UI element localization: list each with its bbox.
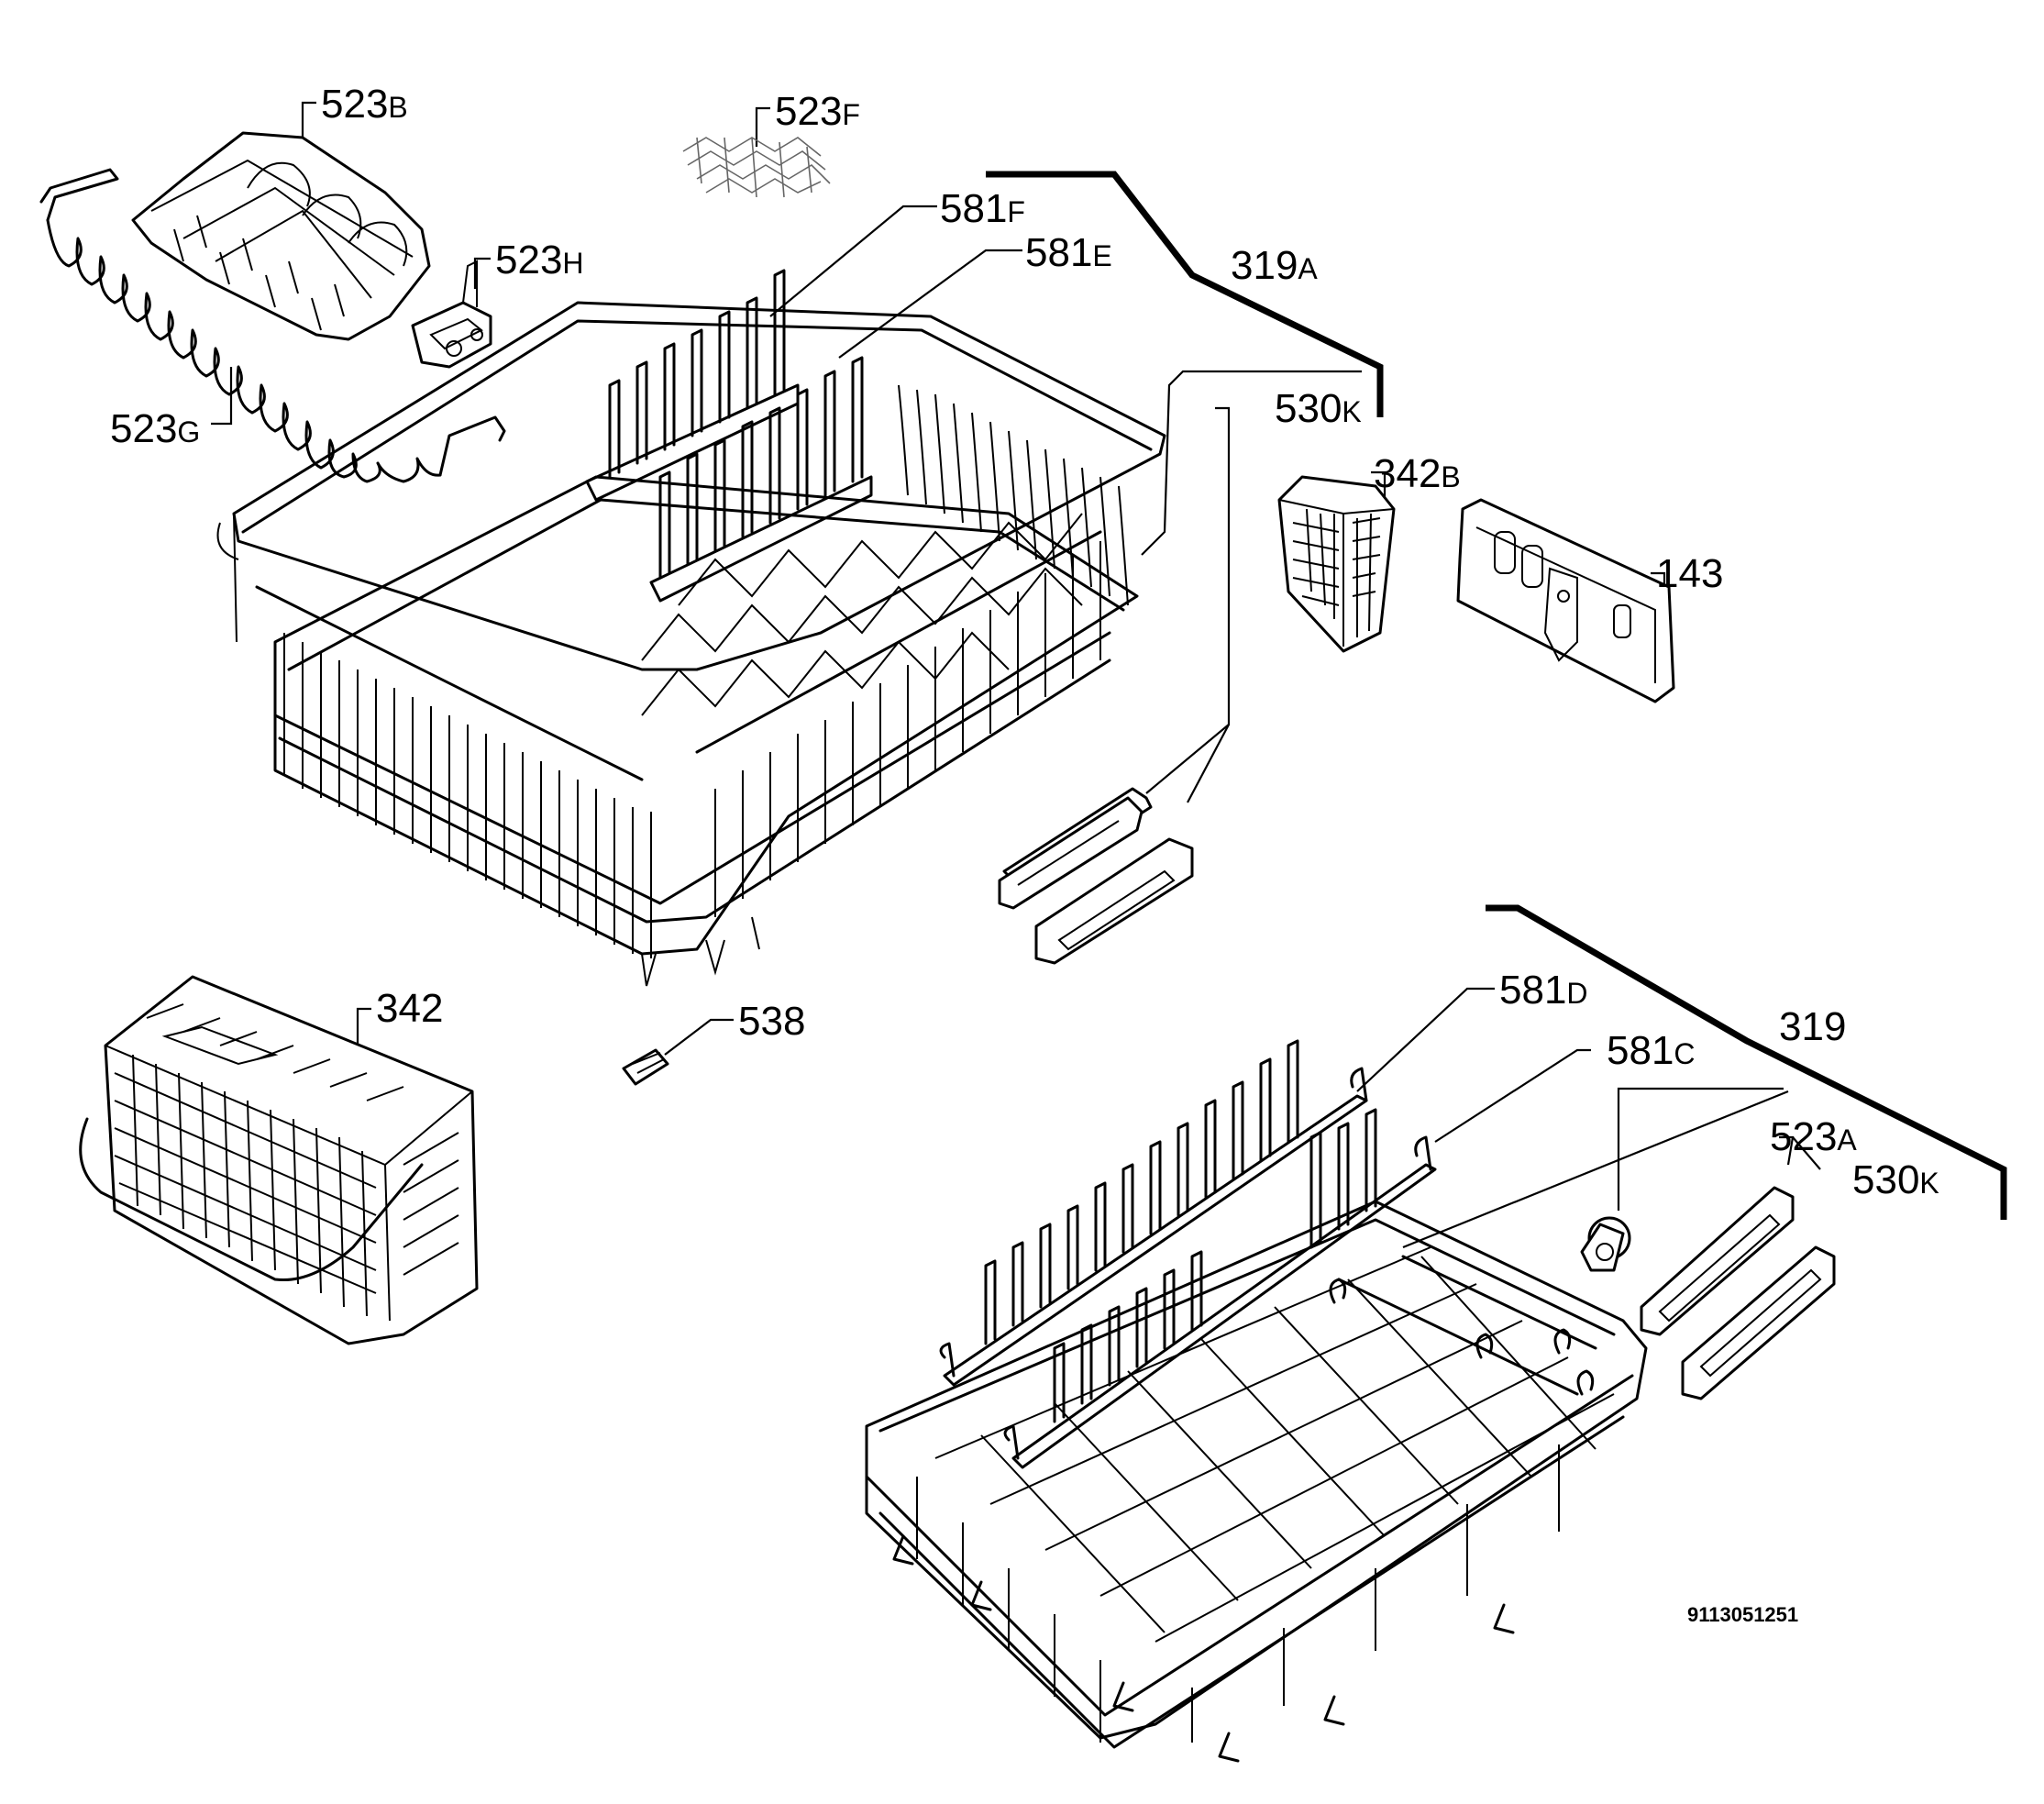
document-number: 9113051251	[1687, 1603, 1799, 1626]
label-581d: 581D	[1499, 970, 1588, 1011]
label-143: 143	[1656, 554, 1723, 594]
part-530k-bottom-end-caps	[1640, 1186, 1836, 1400]
label-523h: 523H	[495, 240, 584, 281]
label-581f-number: 581	[940, 186, 1008, 231]
part-upper-basket	[216, 301, 1166, 987]
part-581d-tine-rack	[939, 1039, 1368, 1387]
label-342: 342	[376, 989, 443, 1029]
label-538-number: 538	[738, 999, 806, 1044]
part-523a-wheel	[1580, 1216, 1631, 1272]
label-538: 538	[738, 1002, 805, 1042]
label-581c-suffix: C	[1674, 1037, 1696, 1070]
label-342-number: 342	[376, 986, 444, 1031]
part-143-side-mount	[1456, 498, 1675, 703]
label-319a-suffix: A	[1298, 252, 1318, 285]
label-581c-number: 581	[1607, 1028, 1674, 1073]
label-530k-top-suffix: K	[1342, 395, 1362, 428]
part-523f-clips	[682, 137, 831, 198]
label-523b: 523B	[321, 84, 408, 125]
part-530k-top-end-caps	[998, 787, 1194, 965]
label-319a-number: 319	[1231, 243, 1298, 288]
label-523h-number: 523	[495, 238, 563, 282]
label-581e-number: 581	[1025, 230, 1093, 275]
bracket-lower-basket-319	[1486, 904, 2007, 1220]
label-581e: 581E	[1025, 233, 1112, 273]
label-523g: 523G	[110, 409, 200, 449]
label-523a-suffix: A	[1837, 1123, 1857, 1157]
label-342b-suffix: B	[1441, 460, 1461, 493]
label-319: 319	[1779, 1007, 1846, 1047]
part-581c-tine-rack	[1003, 1108, 1437, 1469]
label-581d-number: 581	[1499, 968, 1567, 1013]
label-530k-bottom-suffix: K	[1919, 1167, 1939, 1200]
label-581e-suffix: E	[1092, 239, 1112, 272]
bracket-upper-basket-319a	[986, 171, 1384, 417]
label-319a: 319A	[1231, 246, 1318, 286]
label-581d-suffix: D	[1566, 977, 1588, 1010]
label-530k-top: 530K	[1275, 389, 1362, 429]
label-530k-top-number: 530	[1275, 386, 1342, 431]
label-523b-number: 523	[321, 82, 389, 127]
label-342b-number: 342	[1374, 451, 1442, 496]
label-523f-number: 523	[775, 89, 843, 134]
label-523a: 523A	[1770, 1117, 1857, 1157]
part-523b-tray	[131, 131, 431, 341]
part-523h-rail-clip	[411, 260, 492, 369]
part-538-nozzle	[622, 1048, 669, 1086]
label-523h-suffix: H	[562, 247, 584, 280]
label-143-number: 143	[1656, 551, 1724, 596]
label-523f: 523F	[775, 92, 860, 132]
label-523a-number: 523	[1770, 1114, 1838, 1159]
label-319-number: 319	[1779, 1004, 1847, 1049]
part-342-cutlery-basket	[79, 975, 479, 1345]
label-342b: 342B	[1374, 454, 1461, 494]
label-530k-bottom-number: 530	[1852, 1157, 1920, 1202]
leader-lines	[211, 101, 1821, 1249]
label-523f-suffix: F	[842, 98, 860, 131]
part-581e-tine-rack	[649, 356, 873, 603]
label-581f-suffix: F	[1007, 195, 1025, 228]
label-523g-suffix: G	[177, 415, 201, 448]
part-342b-small-basket	[1277, 475, 1396, 653]
part-523g-wavy-rail	[39, 168, 506, 483]
label-523b-suffix: B	[388, 91, 408, 124]
label-581c: 581C	[1607, 1031, 1696, 1071]
label-530k-bottom: 530K	[1852, 1160, 1939, 1201]
label-523g-number: 523	[110, 406, 178, 451]
label-581f: 581F	[940, 189, 1025, 229]
